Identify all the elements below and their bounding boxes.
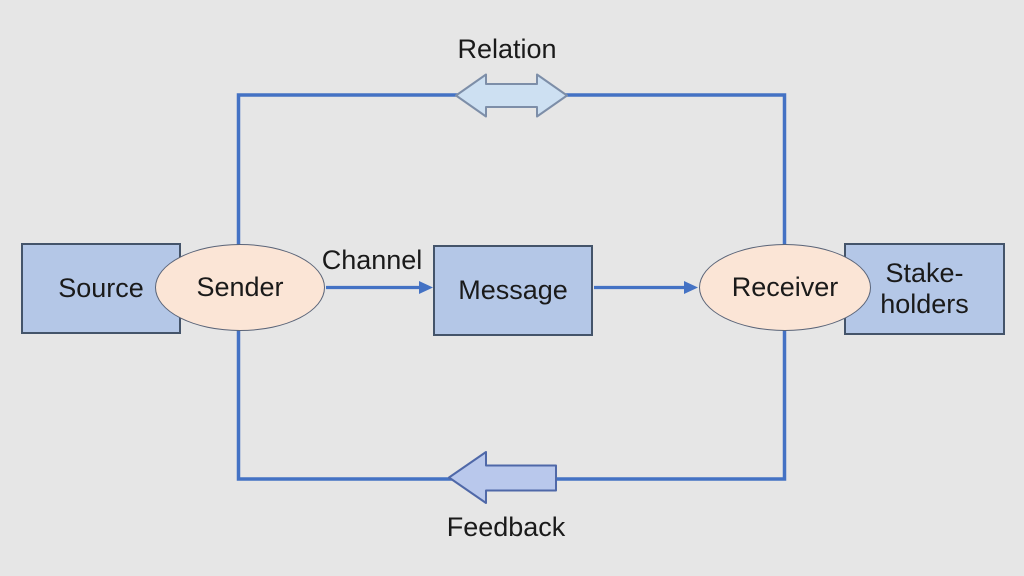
feedback-block-arrow-icon bbox=[448, 451, 557, 504]
message-node: Message bbox=[433, 245, 593, 336]
channel-arrowhead-icon bbox=[419, 281, 433, 294]
stakeholders-label-line2: holders bbox=[880, 289, 969, 319]
sender-node-label: Sender bbox=[196, 272, 284, 302]
receiver-node: Receiver bbox=[699, 244, 871, 331]
message-node-label: Message bbox=[458, 275, 568, 305]
relation-double-arrow-icon bbox=[455, 73, 568, 118]
sender-node: Sender bbox=[155, 244, 325, 331]
stakeholders-node-label: Stake- holders bbox=[880, 258, 969, 320]
relation-edge-label: Relation bbox=[457, 34, 557, 64]
channel-edge-label: Channel bbox=[321, 245, 423, 275]
stakeholders-label-line1: Stake- bbox=[885, 258, 964, 288]
message-receiver-arrowhead-icon bbox=[684, 281, 698, 294]
receiver-node-label: Receiver bbox=[731, 272, 839, 302]
feedback-edge-label: Feedback bbox=[446, 512, 566, 542]
source-node-label: Source bbox=[58, 273, 144, 303]
